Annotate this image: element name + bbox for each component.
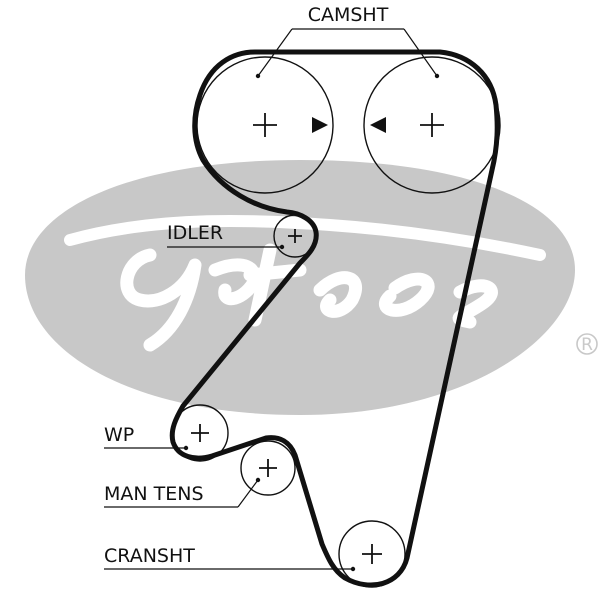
- logo-swoosh: [64, 214, 546, 261]
- gates-logo-watermark: R: [25, 160, 598, 415]
- manual-tensioner-label: MAN TENS: [104, 483, 204, 505]
- water-pump-label: WP: [104, 424, 134, 446]
- camshaft-label: CAMSHT: [308, 4, 389, 26]
- registered-mark-circle: [576, 333, 598, 355]
- timing-belt: [169, 49, 500, 588]
- camshaft-leader-dot-right: [434, 73, 440, 79]
- idler-leader-dot: [279, 244, 285, 250]
- timing-mark-right-arrow: [370, 117, 386, 133]
- manual-tensioner-leader: [237, 479, 259, 508]
- water-pump-leader-dot: [183, 445, 189, 451]
- idler-label: IDLER: [167, 222, 223, 244]
- crankshaft-label: CRANSHT: [104, 545, 195, 567]
- crankshaft-leader-dot: [350, 566, 356, 572]
- camshaft-leader-left: [257, 28, 293, 77]
- camshaft-pulley-right: [363, 56, 501, 194]
- logo-lettering: [120, 243, 498, 352]
- camshaft-leader-dot-left: [255, 73, 261, 79]
- registered-mark: R: [581, 335, 593, 355]
- camshaft-leader-right: [403, 28, 438, 77]
- manual-tensioner-leader-dot: [255, 477, 261, 483]
- manual-tensioner-pulley: [240, 440, 296, 496]
- timing-mark-left-arrow: [312, 117, 328, 133]
